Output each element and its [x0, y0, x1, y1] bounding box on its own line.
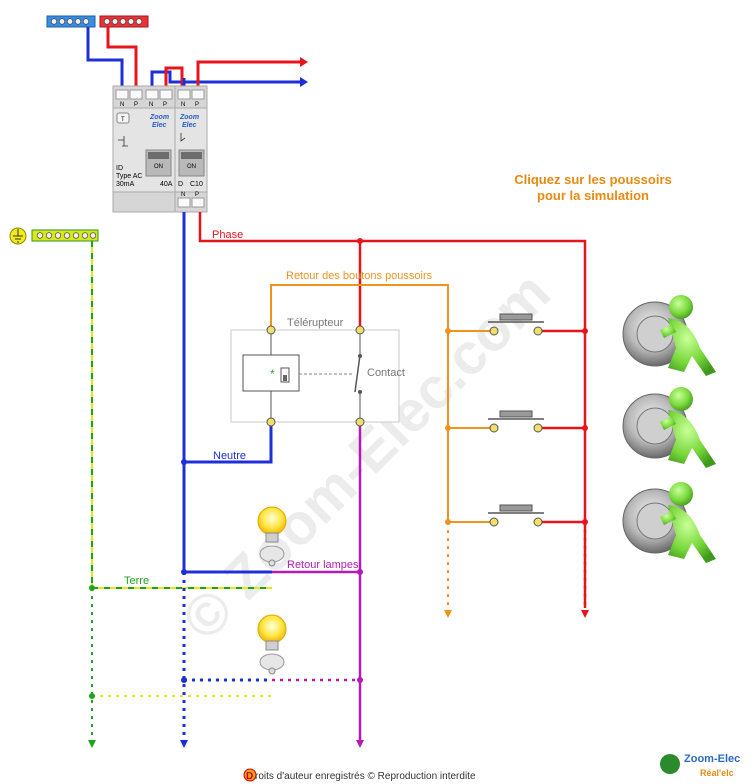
- rcd-phase-out-wire: [164, 66, 184, 88]
- footer-initial: D: [246, 771, 253, 782]
- neutral-supply-wire: [86, 27, 124, 88]
- terminal-label: N: [149, 102, 153, 108]
- terminal-label: P: [134, 102, 138, 108]
- return-buttons-wire: [270, 284, 494, 618]
- rcd-breaker: N P N P T Zoom Elec ON ID Type AC 30mA 4…: [112, 85, 176, 213]
- earth-wire: [88, 241, 272, 748]
- contact-switch: [354, 354, 361, 393]
- instruction-line-1: Cliquez sur les poussoirs: [514, 172, 672, 187]
- lamp-1: [257, 506, 287, 567]
- rcd-type-label: Type AC: [116, 173, 142, 180]
- green-figure-pressing-button-icon: [669, 482, 693, 506]
- terminal-label: P: [195, 102, 199, 108]
- knob-label: ON: [187, 164, 196, 170]
- neutral-terminal-bar: [46, 15, 96, 28]
- push-button-2[interactable]: [488, 410, 544, 433]
- logo-name: Zoom-Elec: [684, 753, 740, 765]
- teleruptor-label: Télérupteur: [287, 317, 344, 329]
- mcb-curve-label: D: [178, 181, 183, 188]
- terminal-label: N: [181, 102, 185, 108]
- phase-supply-wire: [106, 27, 138, 88]
- copyright-footer: D roits d'auteur enregistrés © Reproduct…: [243, 768, 476, 782]
- instruction-line-2: pour la simulation: [537, 188, 649, 203]
- rcd-toggle-knob[interactable]: [148, 152, 169, 159]
- teleruptor: *: [230, 325, 400, 427]
- terminal-label: P: [195, 192, 199, 198]
- green-figure-pressing-button-icon: [669, 295, 693, 319]
- earth-terminal-bar: [9, 227, 99, 245]
- mcb-toggle-knob[interactable]: [181, 152, 202, 159]
- light-bulb-icon: [257, 614, 287, 644]
- brand-label: Elec: [152, 122, 167, 129]
- phase-label: Phase: [212, 229, 243, 241]
- terminal-label: N: [181, 192, 185, 198]
- pusher-1[interactable]: [622, 295, 716, 376]
- rcd-sensitivity-label: 30mA: [116, 181, 135, 188]
- lamp-2: [257, 614, 287, 675]
- logo-tagline: Réal'elc: [700, 768, 734, 778]
- coil-star-icon: *: [270, 367, 275, 381]
- rcd-rating-label: 40A: [160, 181, 173, 188]
- zoom-elec-logo: Zoom-Elec Réal'elc: [660, 753, 740, 778]
- mcb-rating-label: C10: [190, 181, 203, 188]
- push-button-3[interactable]: [488, 504, 544, 527]
- rcd-phase-out-wire-2: [196, 60, 300, 88]
- terminal-label: N: [120, 102, 124, 108]
- rcd-neutral-out-wire: [150, 70, 300, 88]
- arrow-icon: [300, 77, 308, 87]
- brand-label: Elec: [182, 122, 197, 129]
- neutral-wire: [180, 212, 273, 748]
- rcd-symbol-icon: [118, 136, 128, 147]
- rcd-type-label: ID: [116, 165, 123, 172]
- neutral-label: Neutre: [213, 450, 246, 462]
- earth-ground-icon: [13, 229, 23, 243]
- pusher-3[interactable]: [622, 482, 716, 563]
- rcd-test-button[interactable]: [116, 112, 130, 124]
- contact-label: Contact: [367, 367, 405, 379]
- green-figure-pressing-button-icon: [669, 387, 693, 411]
- phase-terminal-bar: [99, 15, 149, 28]
- brand-label: Zoom: [179, 114, 199, 121]
- earth-label: Terre: [124, 575, 149, 587]
- knob-label: ON: [154, 164, 163, 170]
- return-lamps-label: Retour lampes: [287, 559, 359, 571]
- arrow-icon: [300, 57, 308, 67]
- test-button-label: T: [121, 117, 125, 123]
- phase-wire: [198, 212, 589, 618]
- mcb-symbol-icon: [180, 133, 186, 142]
- push-button-1[interactable]: [488, 313, 544, 336]
- footer-text: roits d'auteur enregistrés © Reproductio…: [255, 771, 476, 782]
- return-lamps-wire: [272, 422, 364, 748]
- return-buttons-label: Retour des boutons poussoirs: [286, 270, 433, 282]
- logo-icon: [660, 754, 680, 774]
- mcb-breaker: N P Zoom Elec ON D C10 N P: [174, 85, 208, 213]
- light-bulb-icon: [257, 506, 287, 536]
- terminal-label: P: [163, 102, 167, 108]
- brand-label: Zoom: [149, 114, 169, 121]
- pusher-2[interactable]: [622, 387, 716, 468]
